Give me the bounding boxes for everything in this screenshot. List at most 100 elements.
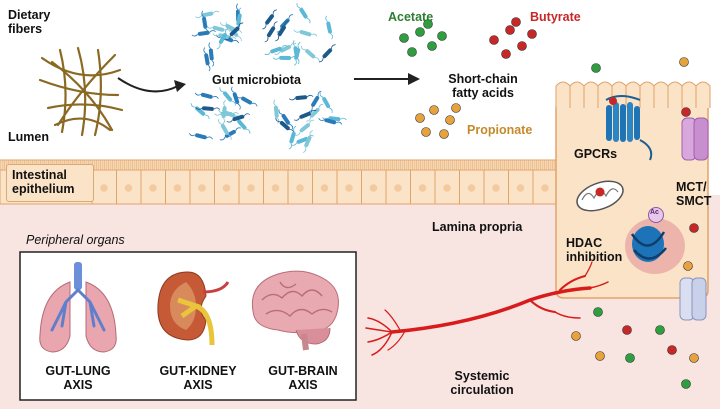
microvillus xyxy=(197,159,201,171)
microvillus xyxy=(205,159,209,171)
kidney-icon xyxy=(157,271,230,346)
microvillus xyxy=(181,159,185,171)
microvillus xyxy=(361,159,365,171)
bacterium xyxy=(195,106,221,111)
microvillus xyxy=(365,159,369,171)
bacterium xyxy=(218,118,232,140)
bacterium xyxy=(295,119,315,136)
cell-nucleus xyxy=(418,184,427,192)
microvillus xyxy=(533,159,537,171)
bacterium xyxy=(296,2,311,24)
bacterium xyxy=(262,9,277,30)
microvillus xyxy=(185,159,189,171)
epithelial-cell xyxy=(214,169,240,205)
cell-nucleus xyxy=(541,184,549,192)
bacterium xyxy=(273,99,280,124)
cell-nucleus xyxy=(516,184,525,192)
villus xyxy=(681,81,697,108)
villus xyxy=(583,81,599,108)
microvillus xyxy=(345,159,349,171)
microvillus xyxy=(445,159,449,171)
microvillus xyxy=(505,159,509,171)
intestinal-epithelium-label: Intestinal epithelium xyxy=(12,168,75,196)
acetate-molecule xyxy=(423,19,433,29)
acetate-molecule xyxy=(399,33,409,43)
microvillus xyxy=(149,159,153,171)
bacterium xyxy=(219,87,236,106)
bacterium xyxy=(195,10,220,19)
bacterium xyxy=(264,21,278,43)
cell-nucleus xyxy=(149,184,157,192)
microvillus xyxy=(209,159,213,171)
acetate-molecule xyxy=(427,41,437,51)
acetate-molecule xyxy=(407,47,417,57)
microvillus xyxy=(317,159,321,171)
microvillus xyxy=(109,159,113,171)
bacterium xyxy=(219,127,241,141)
bacterium xyxy=(293,41,301,66)
gut-kidney-axis-label: GUT-KIDNEY AXIS xyxy=(159,364,237,392)
bacterium xyxy=(208,42,215,67)
microvillus xyxy=(281,159,285,171)
propionate-molecule xyxy=(679,57,689,67)
propionate-molecule xyxy=(445,115,455,125)
microvillus xyxy=(193,159,197,171)
microvillus xyxy=(381,159,385,171)
absorbed-scfa-molecules xyxy=(571,107,699,389)
bacterium xyxy=(274,42,297,55)
scfa-molecule xyxy=(622,325,632,335)
microvillus xyxy=(393,159,397,171)
microvillus xyxy=(497,159,501,171)
microvillus xyxy=(549,159,553,171)
villus xyxy=(695,81,711,108)
microvillus xyxy=(265,159,269,171)
bacterium xyxy=(293,29,318,37)
propionate-molecule xyxy=(421,127,431,137)
microvillus xyxy=(453,159,457,171)
microvillus xyxy=(165,159,169,171)
short-chain-fatty-acids-label: Short-chain fatty acids xyxy=(448,72,518,100)
microvillus xyxy=(357,159,361,171)
microvillus xyxy=(397,159,401,171)
gut-brain-axis-label: GUT-BRAIN AXIS xyxy=(268,364,338,392)
propionate-molecule xyxy=(451,103,461,113)
butyrate-label: Butyrate xyxy=(530,10,581,24)
dietary-fibers-label: Dietary fibers xyxy=(8,8,51,36)
microvillus xyxy=(465,159,469,171)
arrow-fibers-to-microbiota xyxy=(117,77,186,93)
bacterium xyxy=(278,109,294,130)
bacterium xyxy=(221,99,227,125)
bacterium xyxy=(308,90,322,113)
bacterium xyxy=(300,45,320,62)
lumen-label: Lumen xyxy=(8,130,49,144)
villus xyxy=(597,81,613,108)
microvillus xyxy=(341,159,345,171)
microvillus xyxy=(125,159,129,171)
microvillus xyxy=(157,159,161,171)
microvillus xyxy=(485,159,489,171)
microvillus xyxy=(321,159,325,171)
microvillus xyxy=(513,159,517,171)
microvillus xyxy=(469,159,473,171)
microvillus xyxy=(93,159,97,171)
microvillus xyxy=(241,159,245,171)
bacterium xyxy=(188,133,213,140)
microvillus xyxy=(121,159,125,171)
microvillus xyxy=(369,159,373,171)
bacterium xyxy=(293,109,317,121)
blood-vessel-icon xyxy=(365,261,609,356)
scfa-molecule xyxy=(595,351,605,361)
microvillus xyxy=(253,159,257,171)
microvillus xyxy=(189,159,193,171)
microvillus xyxy=(1,159,5,171)
microvillus xyxy=(441,159,445,171)
bacterium xyxy=(325,15,333,40)
bacterium xyxy=(288,94,314,101)
microvillus xyxy=(113,159,117,171)
microvillus xyxy=(437,159,441,171)
microvillus xyxy=(305,159,309,171)
dietary-fibers-icon xyxy=(38,46,124,137)
arrow-microbiota-to-scfa xyxy=(354,73,420,85)
microvillus xyxy=(389,159,393,171)
microvillus xyxy=(481,159,485,171)
